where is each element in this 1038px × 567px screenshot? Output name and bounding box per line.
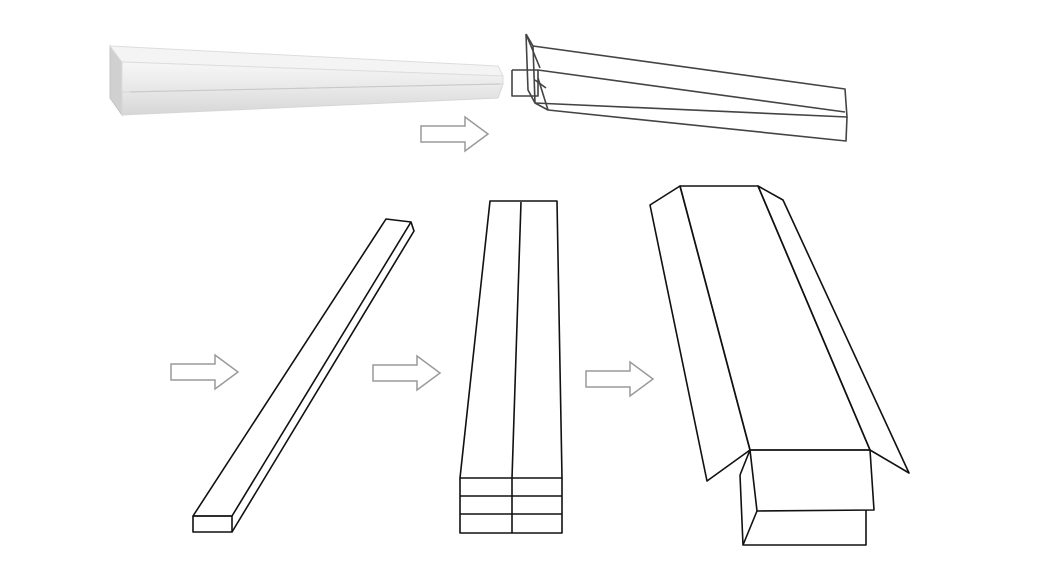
arrow-1 (420, 116, 489, 152)
carton-edge-1 (739, 449, 751, 476)
arrow-3 (372, 355, 441, 391)
box-lower-panel (534, 102, 848, 142)
box-fold-line-3 (537, 77, 549, 111)
box-end-flap-left (511, 69, 539, 97)
box-fold-line-1 (537, 69, 846, 113)
single-long-box (192, 218, 415, 533)
stack-top-face (459, 200, 563, 479)
carton-left-flap (649, 185, 751, 482)
arrow-2 (170, 354, 239, 390)
carton-edge-2 (742, 510, 758, 546)
carton-front-flap (749, 449, 875, 512)
master-carton (649, 185, 910, 546)
long-box-end-face (192, 515, 233, 533)
carton-right-flap (757, 185, 910, 474)
stacked-boxes (459, 200, 563, 534)
long-box-side-face (231, 221, 415, 533)
light-bar-product (108, 44, 504, 117)
box-fold-line-4 (525, 33, 541, 69)
arrow-4 (585, 361, 654, 397)
light-bar-seam (129, 83, 501, 93)
open-box-outline (511, 33, 848, 142)
box-upper-panel (532, 45, 848, 118)
stack-front (459, 478, 563, 534)
stack-divider-top (511, 201, 522, 479)
carton-box-body (739, 474, 867, 546)
